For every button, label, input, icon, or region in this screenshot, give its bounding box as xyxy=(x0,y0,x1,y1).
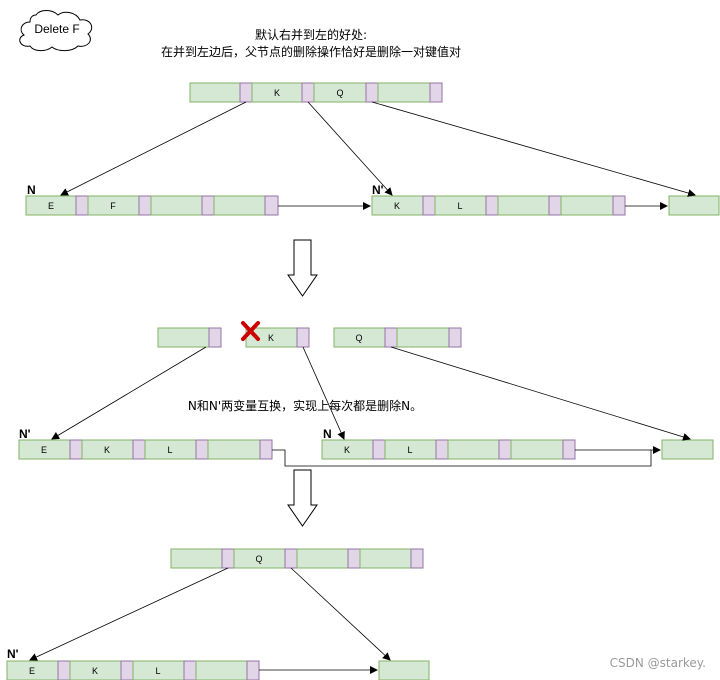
stage2-right-key-1: K xyxy=(344,445,350,455)
stage1-edges xyxy=(60,101,696,210)
stage2-left-node: E K L xyxy=(18,439,273,460)
stage3-left-key-1: E xyxy=(29,666,35,676)
stage2-left-key-2: K xyxy=(104,445,110,455)
stage1-right-label: N' xyxy=(372,183,384,197)
stage3-left-key-2: K xyxy=(92,666,98,676)
stage2-right-label: N xyxy=(323,427,332,441)
stage1-right-key-1: K xyxy=(394,201,400,211)
stage1-left-key-1: E xyxy=(48,201,54,211)
stage3-parent-node: Q xyxy=(170,548,424,569)
x-icon xyxy=(241,321,260,341)
stage2-left-key-3: L xyxy=(167,445,172,455)
stage2-edges xyxy=(51,346,691,467)
down-arrow-2-icon xyxy=(287,469,318,527)
stage3-parent-key-2: Q xyxy=(255,554,262,564)
stage2-left-key-1: E xyxy=(41,445,47,455)
stage1-right-key-2: L xyxy=(457,201,462,211)
stage3-left-label: N' xyxy=(7,647,19,661)
cloud-label: Delete F xyxy=(34,22,79,36)
down-arrow-1-icon xyxy=(287,239,318,297)
stage1-left-label: N xyxy=(27,183,36,197)
note-mid: N和N'两变量互换，实现上每次都是删除N。 xyxy=(188,398,422,413)
stage2-right-node: K L xyxy=(321,439,576,460)
stage3-edges xyxy=(29,567,391,674)
stage1-parent-node: K Q xyxy=(189,82,443,103)
stage1-left-node: E F xyxy=(25,195,279,216)
stage2-parent-right-node: Q xyxy=(333,327,462,348)
stage1-tail-node xyxy=(668,195,720,216)
stage3-left-key-3: L xyxy=(155,666,160,676)
stage3-tail-node xyxy=(378,660,430,680)
watermark: CSDN @starkey. xyxy=(610,656,706,670)
stage1-left-key-2: F xyxy=(110,201,116,211)
stage2-parent-mid-key-1: K xyxy=(268,333,274,343)
stage1-parent-key-2: K xyxy=(274,88,280,98)
stage1-parent-key-3: Q xyxy=(336,88,343,98)
note-top-line2: 在并到左边后，父节点的删除操作恰好是删除一对键值对 xyxy=(161,44,461,59)
stage2-parent-left-node xyxy=(157,327,222,348)
stage2-parent-right-key-1: Q xyxy=(355,333,362,343)
note-top-line1: 默认右并到左的好处: xyxy=(255,27,367,42)
stage2-right-key-2: L xyxy=(407,445,412,455)
stage2-tail-node xyxy=(661,439,714,460)
stage2-left-label: N' xyxy=(19,427,31,441)
stage1-right-node: K L xyxy=(371,195,626,216)
delete-f-cloud: Delete F xyxy=(19,10,93,52)
stage3-left-node: E K L xyxy=(6,660,260,680)
